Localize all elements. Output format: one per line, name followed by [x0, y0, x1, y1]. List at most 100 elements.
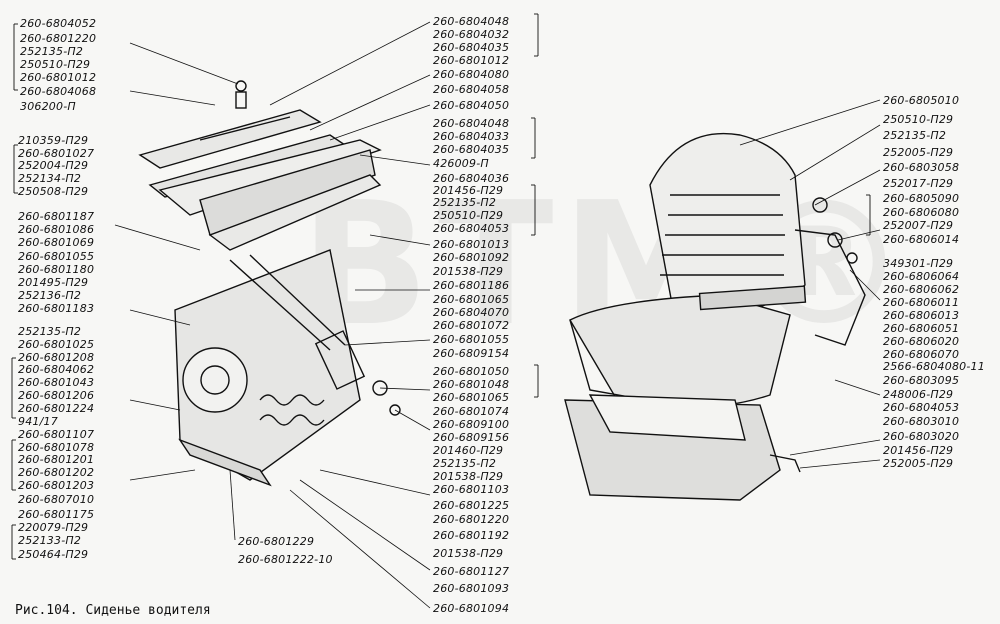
part-label: 260-6804035 [433, 143, 510, 156]
part-label: 250508-П29 [18, 185, 89, 198]
part-label: 260-6801012 [433, 54, 510, 67]
part-label: 250510-П29 [433, 209, 504, 222]
part-label: 260-6801175 [18, 508, 95, 521]
part-label: 252005-П29 [883, 146, 954, 159]
part-label: 260-6801069 [18, 236, 95, 249]
part-label: 260-6801225 [433, 499, 510, 512]
part-label: 252133-П2 [18, 534, 82, 547]
suspension-mechanism [174, 249, 401, 487]
part-label: 260-6801025 [18, 338, 95, 351]
part-label: 260-6801203 [18, 479, 95, 492]
part-label: 349301-П29 [883, 257, 954, 270]
part-label: 201538-П29 [433, 470, 504, 483]
part-label: 252136-П2 [18, 289, 82, 302]
part-label: 260-6804032 [433, 28, 510, 41]
part-label: 260-6801093 [433, 582, 510, 595]
part-label: 260-6801092 [433, 251, 510, 264]
part-label: 252004-П29 [18, 159, 89, 172]
part-label: 260-6801012 [20, 71, 97, 84]
part-label: 260-6806064 [883, 270, 960, 283]
part-label: 250510-П29 [883, 113, 954, 126]
part-label: 260-6801224 [18, 402, 95, 415]
part-label: 260-6806014 [883, 233, 960, 246]
part-label: 260-6803010 [883, 415, 960, 428]
part-label: 260-6801201 [18, 453, 95, 466]
part-label: 941/17 [18, 415, 58, 428]
part-label: 260-6801086 [18, 223, 95, 236]
part-label: 260-6804033 [433, 130, 510, 143]
part-label: 201538-П29 [433, 265, 504, 278]
part-label: 260-6801072 [433, 319, 510, 332]
figure-caption: Рис.104. Сиденье водителя [15, 603, 211, 618]
part-label: 260-6801013 [433, 238, 510, 251]
part-label: 260-6801220 [20, 32, 97, 45]
part-label: 252134-П2 [18, 172, 82, 185]
part-label: 260-6801055 [18, 250, 95, 263]
part-label: 260-6806070 [883, 348, 960, 361]
part-label: 201538-П29 [433, 547, 504, 560]
part-label: 260-6804070 [433, 306, 510, 319]
part-label: 260-6801065 [433, 293, 510, 306]
part-label: 260-6806013 [883, 309, 960, 322]
part-label: 260-6806051 [883, 322, 960, 335]
part-label: 252007-П29 [883, 219, 954, 232]
part-label: 201460-П29 [433, 444, 504, 457]
label-brackets [11, 13, 871, 560]
part-label: 260-6807010 [18, 493, 95, 506]
part-label: 220079-П29 [18, 521, 89, 534]
part-label: 260-6801094 [433, 602, 510, 615]
part-label: 260-6804048 [433, 117, 510, 130]
part-label: 201456-П29 [883, 444, 954, 457]
part-label: 252135-П2 [433, 457, 497, 470]
part-label: 260-6804048 [433, 15, 510, 28]
part-label: 252135-П2 [20, 45, 84, 58]
part-label: 260-6805090 [883, 192, 960, 205]
part-label: 260-6801186 [433, 279, 510, 292]
part-label: 260-6801107 [18, 428, 95, 441]
part-label: 201456-П29 [433, 184, 504, 197]
part-label: 260-6809156 [433, 431, 510, 444]
part-label: 210359-П29 [18, 134, 89, 147]
part-label: 260-6801027 [18, 147, 95, 160]
part-label: 306200-П [20, 100, 76, 113]
seat-carriage [158, 139, 382, 251]
part-label: 260-6801065 [433, 391, 510, 404]
part-label: 252135-П2 [883, 129, 947, 142]
part-label: 260-6804035 [433, 41, 510, 54]
part-label: 260-6804053 [883, 401, 960, 414]
part-label: 260-6801048 [433, 378, 510, 391]
part-label: 260-6804062 [18, 363, 95, 376]
seat-assembly [564, 132, 866, 501]
part-label: 260-6806062 [883, 283, 960, 296]
part-label: 260-6804068 [20, 85, 97, 98]
part-label: 260-6806020 [883, 335, 960, 348]
part-label: 260-6801180 [18, 263, 95, 276]
part-label: 260-6801192 [433, 529, 510, 542]
part-label: 2566-6804080-11 [883, 360, 985, 373]
part-label: 260-6804080 [433, 68, 510, 81]
part-label: 260-6801050 [433, 365, 510, 378]
part-label: 260-6801229 [238, 535, 315, 548]
part-label: 260-6804036 [433, 172, 510, 185]
part-label: 260-6801222-10 [238, 553, 333, 566]
part-label: 252135-П2 [433, 196, 497, 209]
part-label: 260-6804050 [433, 99, 510, 112]
part-label: 252005-П29 [883, 457, 954, 470]
part-label: 250464-П29 [18, 548, 89, 561]
part-label: 252017-П29 [883, 177, 954, 190]
part-label: 260-6805010 [883, 94, 960, 107]
part-label: 250510-П29 [20, 58, 91, 71]
part-label: 260-6801074 [433, 405, 510, 418]
part-label: 260-6803020 [883, 430, 960, 443]
part-label: 260-6806011 [883, 296, 960, 309]
part-label: 252135-П2 [18, 325, 82, 338]
part-label: 201495-П29 [18, 276, 89, 289]
part-label: 260-6801127 [433, 565, 510, 578]
part-label: 260-6801055 [433, 333, 510, 346]
part-label: 260-6801078 [18, 441, 95, 454]
leader-lines [114, 21, 881, 609]
part-label: 260-6801183 [18, 302, 95, 315]
part-label: 260-6801202 [18, 466, 95, 479]
part-label: 260-6801187 [18, 210, 95, 223]
